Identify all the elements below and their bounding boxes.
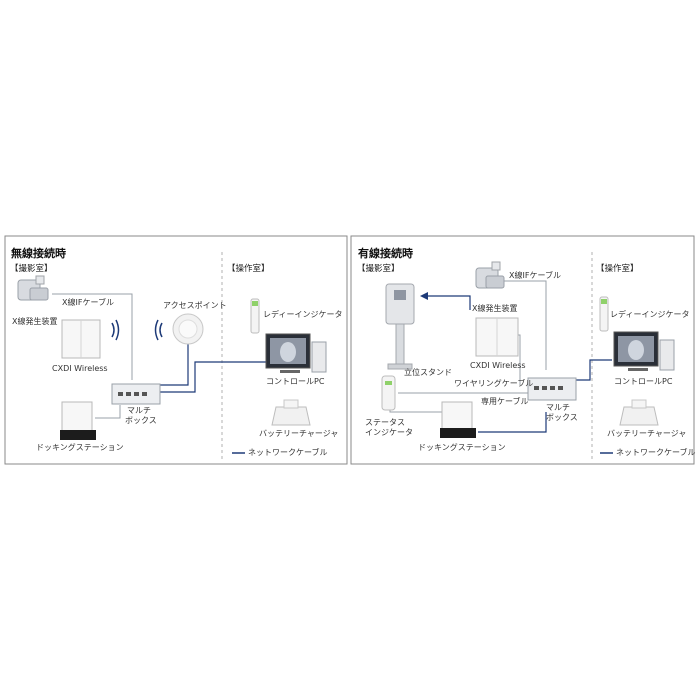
right-control-pc-label: コントロールPC [614, 377, 673, 386]
left-xray-generator-label: X線発生装置 [12, 317, 58, 326]
left-multibox-label-2: ボックス [125, 416, 157, 425]
left-docking-cable [95, 405, 121, 419]
right-docking-label: ドッキングステーション [418, 443, 506, 452]
right-xray-generator-label: X線発生装置 [472, 304, 518, 313]
left-panel-border [4, 235, 348, 465]
left-docking-label: ドッキングステーション [36, 443, 124, 452]
left-xray-if-cable [52, 293, 133, 380]
left-access-point-label: アクセスポイント [163, 301, 227, 310]
right-docking-station-icon [440, 401, 476, 438]
right-wiring-cable-label: ワイヤリングケーブル [454, 379, 534, 388]
left-xray-if-cable-label: X線IFケーブル [62, 298, 114, 307]
right-room-exam: 【撮影室】 [357, 264, 400, 274]
left-network-ap [160, 338, 189, 386]
right-multibox-icon [527, 377, 577, 401]
left-cxdi-panel-icon [61, 319, 101, 359]
right-control-pc-icon [613, 331, 675, 371]
right-standing-stand-label: 立位スタンド [404, 368, 452, 377]
right-multibox-label-2: ボックス [546, 413, 578, 422]
right-panel-border [350, 235, 695, 465]
right-cxdi-label: CXDI Wireless [470, 361, 526, 370]
right-status-indicator-icon [381, 375, 396, 411]
right-dedicated-cable-label: 専用ケーブル [481, 397, 529, 406]
left-multibox-label-1: マルチ [127, 406, 151, 415]
right-cxdi-panel-icon [475, 317, 519, 357]
right-xray-generator-icon [475, 261, 505, 289]
right-ready-indicator-icon [599, 296, 609, 332]
left-xray-generator-icon [17, 275, 49, 301]
right-ready-indicator-label: レディーインジケータ [610, 310, 690, 319]
right-status-label-1: ステータス [365, 418, 405, 427]
left-battery-charger-icon [271, 399, 311, 426]
right-status-label-2: インジケータ [365, 428, 413, 437]
right-arrow-head [420, 292, 428, 300]
right-title: 有線接続時 [358, 247, 413, 260]
right-xray-if-cable-label: X線IFケーブル [509, 271, 561, 280]
right-network-legend-label: ネットワークケーブル [616, 448, 696, 457]
left-multibox-icon [111, 383, 161, 405]
left-title: 無線接続時 [11, 247, 66, 260]
right-network-pc [575, 359, 612, 381]
right-network-docking [478, 412, 547, 433]
left-wireless-waves-icon [111, 319, 163, 341]
left-battery-label: バッテリーチャージャ [259, 429, 339, 438]
left-room-exam: 【撮影室】 [10, 264, 53, 274]
right-battery-label: バッテリーチャージャ [607, 429, 687, 438]
left-cxdi-label: CXDI Wireless [52, 364, 108, 373]
right-battery-charger-icon [619, 399, 659, 426]
right-standing-stand-icon [385, 283, 415, 370]
right-multibox-label-1: マルチ [546, 403, 570, 412]
left-control-pc-label: コントロールPC [266, 377, 325, 386]
right-arrow-line [426, 295, 471, 310]
right-room-op: 【操作室】 [596, 264, 639, 274]
left-access-point-icon [172, 313, 204, 345]
left-network-legend-label: ネットワークケーブル [248, 448, 328, 457]
left-ready-indicator-icon [250, 298, 260, 334]
left-room-op: 【操作室】 [227, 264, 270, 274]
left-docking-station-icon [60, 401, 96, 440]
left-ready-indicator-label: レディーインジケータ [263, 310, 343, 319]
right-xray-if-cable [504, 280, 547, 370]
left-control-pc-icon [265, 333, 327, 373]
left-network-pc [160, 361, 268, 393]
